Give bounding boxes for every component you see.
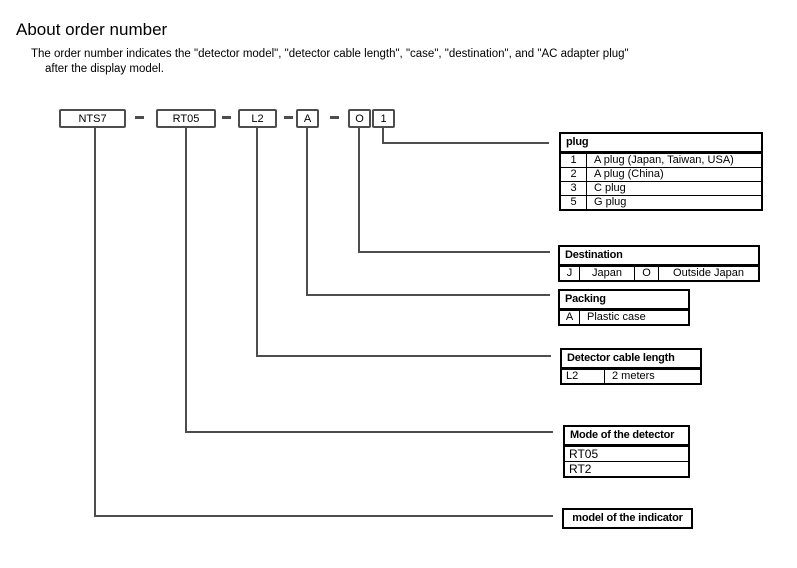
connector-plug-horizontal: [382, 142, 549, 144]
connector-destination-vertical: [358, 127, 360, 253]
order-segment-plug: 1: [372, 109, 395, 128]
connector-cable-vertical: [256, 127, 258, 357]
cable-length-table-header: Detector cable length: [562, 350, 700, 369]
plug-table: plug 1 A plug (Japan, Taiwan, USA) 2 A p…: [559, 132, 763, 211]
detector-model-table-header: Mode of the detector: [565, 427, 688, 446]
table-row: A Plastic case: [560, 310, 688, 324]
table-row: L2 2 meters: [562, 369, 700, 383]
table-row: 5 G plug: [561, 195, 761, 209]
order-segment-case: A: [296, 109, 319, 128]
table-row: 2 A plug (China): [561, 167, 761, 181]
order-segment-destination: O: [348, 109, 371, 128]
plug-label: G plug: [594, 196, 627, 208]
destination-code-outside: O: [635, 267, 659, 280]
destination-code-japan: J: [560, 267, 580, 280]
cable-length-table: Detector cable length L2 2 meters: [560, 348, 702, 385]
connector-indicator-horizontal: [94, 515, 553, 517]
plug-label: C plug: [594, 182, 626, 194]
plug-label: A plug (Japan, Taiwan, USA): [594, 154, 734, 166]
destination-table-header: Destination: [560, 247, 758, 266]
cable-length-code: L2: [562, 370, 605, 383]
destination-table: Destination J Japan O Outside Japan: [558, 245, 760, 282]
plug-code: 1: [561, 154, 587, 167]
plug-table-header: plug: [561, 134, 761, 153]
connector-destination-horizontal: [358, 251, 550, 253]
connector-detector-vertical: [185, 127, 187, 433]
connector-indicator-vertical: [94, 127, 96, 517]
order-segment-cable-length: L2: [238, 109, 277, 128]
order-segment-display-model: NTS7: [59, 109, 126, 128]
dash-separator-4: [330, 116, 339, 119]
indicator-model-box: model of the indicator: [562, 508, 693, 529]
order-segment-detector-model: RT05: [156, 109, 216, 128]
plug-label: A plug (China): [594, 168, 664, 180]
description-line-2: after the display model.: [45, 63, 164, 75]
indicator-model-header: model of the indicator: [572, 512, 683, 524]
plug-code: 3: [561, 182, 587, 195]
detector-model-table: Mode of the detector RT05 RT2: [563, 425, 690, 478]
connector-packing-horizontal: [306, 294, 550, 296]
destination-label-outside: Outside Japan: [673, 267, 744, 279]
dash-separator-2: [222, 116, 231, 119]
table-row: 3 C plug: [561, 181, 761, 195]
table-row: RT2: [565, 461, 688, 476]
detector-model-option: RT2: [569, 462, 592, 476]
plug-code: 5: [561, 196, 587, 209]
packing-label: Plastic case: [587, 311, 646, 323]
dash-separator-1: [135, 116, 144, 119]
connector-detector-horizontal: [185, 431, 553, 433]
dash-separator-3: [284, 116, 293, 119]
plug-code: 2: [561, 168, 587, 181]
detector-model-option: RT05: [569, 447, 599, 461]
packing-code: A: [560, 311, 580, 324]
connector-cable-horizontal: [256, 355, 551, 357]
description-line-1: The order number indicates the "detector…: [31, 48, 629, 60]
page-title: About order number: [16, 20, 168, 39]
connector-packing-vertical: [306, 127, 308, 296]
table-row: J Japan O Outside Japan: [560, 266, 758, 280]
cable-length-label: 2 meters: [612, 370, 655, 382]
packing-table-header: Packing: [560, 291, 688, 310]
table-row: RT05: [565, 446, 688, 461]
destination-label-japan: Japan: [580, 267, 635, 280]
connector-plug-vertical: [382, 127, 384, 144]
packing-table: Packing A Plastic case: [558, 289, 690, 326]
table-row: 1 A plug (Japan, Taiwan, USA): [561, 153, 761, 167]
